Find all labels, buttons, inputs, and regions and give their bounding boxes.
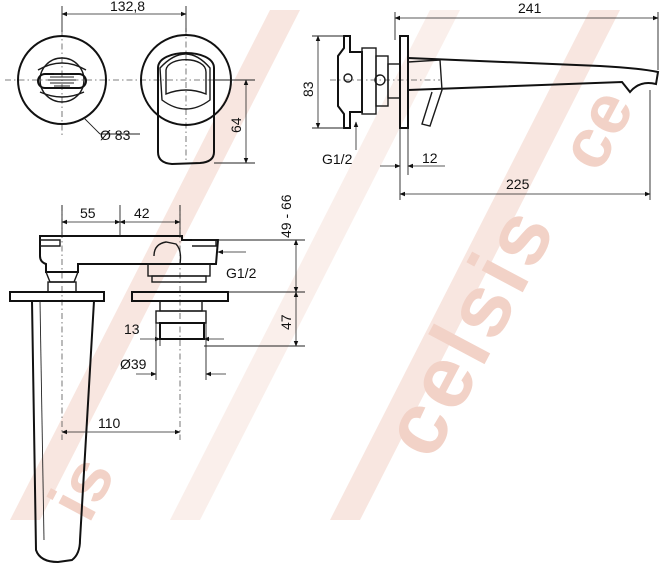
dim-rosette-diameter: Ø 83 — [100, 127, 131, 143]
dim-thread-length: 13 — [124, 321, 140, 337]
dim-top-left: 55 — [80, 205, 96, 221]
dim-spout-offset: 110 — [98, 415, 121, 431]
dim-depth-total: 241 — [518, 0, 542, 16]
dim-connection-top: G1/2 — [226, 265, 257, 281]
front-view: 132,8 64 Ø 83 — [5, 0, 255, 166]
spout-side — [407, 57, 660, 94]
dim-spout-reach: 225 — [506, 176, 530, 192]
connector-thread — [159, 322, 205, 340]
aerator-icon — [48, 73, 76, 87]
watermark-text: celsis — [361, 188, 575, 472]
dim-connection-side: G1/2 — [322, 151, 353, 167]
dim-height-plate: 83 — [300, 81, 316, 97]
dim-body-depth: 47 — [278, 314, 294, 330]
rosette-left — [17, 35, 107, 125]
top-view: 55 42 49 - 66 G1/2 47 13 Ø39 110 — [9, 194, 305, 564]
wall-plate — [399, 35, 409, 129]
valve-body — [39, 235, 220, 273]
lever — [157, 52, 215, 166]
spout-top — [31, 300, 95, 564]
wall-bracket — [337, 35, 363, 129]
dim-width-front: 132,8 — [110, 0, 145, 14]
dim-height-lever: 64 — [228, 117, 244, 133]
plate-left — [9, 291, 105, 302]
dim-install-depth: 49 - 66 — [278, 194, 294, 238]
dim-top-mid: 42 — [134, 205, 150, 221]
dim-body-diameter: Ø39 — [120, 356, 147, 372]
side-view: 241 83 G1/2 12 225 — [300, 0, 660, 200]
dim-plate-offset: 12 — [422, 150, 438, 166]
